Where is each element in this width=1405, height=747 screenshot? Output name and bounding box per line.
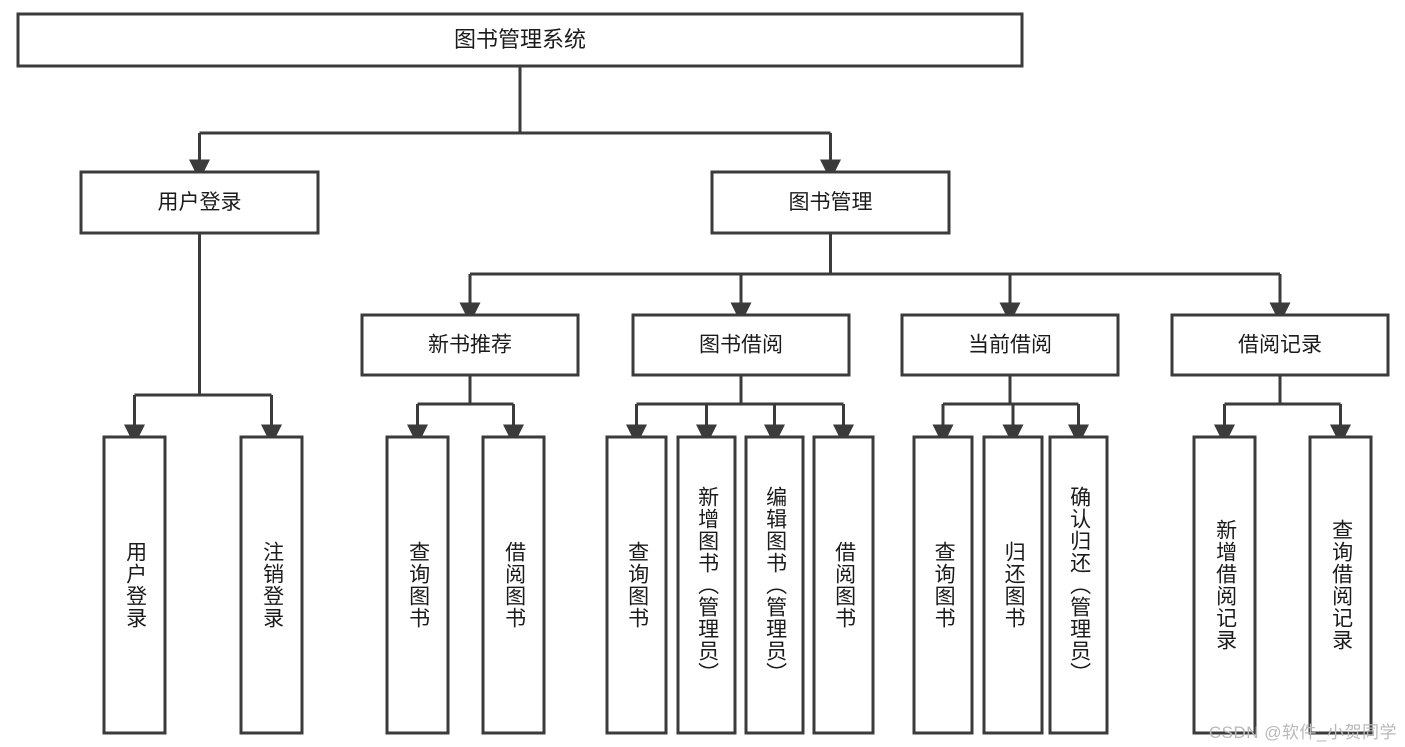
node-leaf-leaf-add-book[interactable] [676, 435, 737, 735]
node-leaf-leaf-borrow-book-2[interactable] [812, 435, 875, 735]
node-level2-new-book-recommend[interactable] [360, 313, 580, 377]
node-root[interactable] [16, 12, 1024, 68]
node-level1-label-book-manage: 图书管理 [789, 191, 873, 214]
node-leaf-leaf-confirm-return[interactable] [1048, 435, 1109, 735]
node-level2-label-borrow-record: 借阅记录 [1238, 334, 1322, 357]
node-leaf-leaf-query-book-2[interactable] [605, 435, 668, 735]
node-level1-user-login[interactable] [79, 170, 320, 235]
node-level2-book-borrow[interactable] [631, 313, 851, 377]
node-level2-label-book-borrow: 图书借阅 [699, 334, 783, 357]
node-leaf-leaf-user-logout[interactable] [239, 435, 304, 735]
connector-lines [124, 66, 1351, 446]
node-leaf-leaf-query-book-1[interactable] [385, 435, 450, 735]
node-level2-current-borrow[interactable] [900, 313, 1120, 377]
node-leaf-leaf-query-record[interactable] [1308, 435, 1373, 735]
node-level1-book-manage[interactable] [710, 170, 951, 235]
node-boxes [16, 12, 1390, 735]
node-level2-borrow-record[interactable] [1170, 313, 1390, 377]
node-level1-label-user-login: 用户登录 [158, 191, 242, 214]
node-leaf-leaf-return-book[interactable] [982, 435, 1044, 735]
node-level2-label-new-book-recommend: 新书推荐 [428, 334, 512, 357]
node-level2-label-current-borrow: 当前借阅 [968, 334, 1052, 357]
node-leaf-leaf-query-book-3[interactable] [912, 435, 974, 735]
node-leaf-leaf-user-login[interactable] [102, 435, 167, 735]
node-leaf-leaf-edit-book[interactable] [744, 435, 805, 735]
node-leaf-leaf-add-record[interactable] [1192, 435, 1257, 735]
node-leaf-leaf-borrow-book-1[interactable] [481, 435, 546, 735]
node-root-label: 图书管理系统 [454, 27, 586, 52]
csdn-watermark: CSDN @软件_小贺同学 [1208, 723, 1397, 742]
